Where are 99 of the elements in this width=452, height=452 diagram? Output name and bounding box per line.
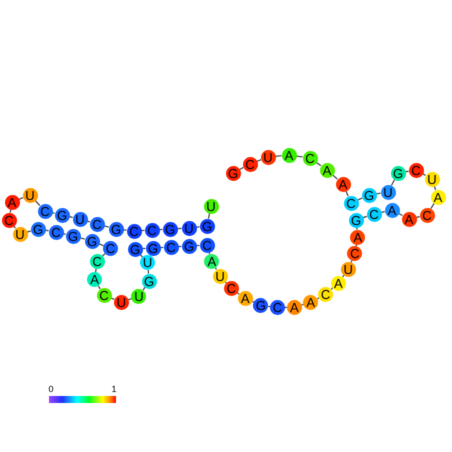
nucleotide-letter: C — [226, 282, 236, 296]
backbone-line — [296, 155, 303, 158]
scale-label: 1 — [112, 385, 116, 394]
nucleotide-letter: G — [86, 234, 98, 248]
nucleotide-letter: C — [92, 254, 102, 268]
nucleotide-circle — [340, 262, 356, 277]
nucleotide-letter: G — [202, 220, 212, 232]
nucleotide-letter: C — [166, 240, 176, 254]
nucleotide-circle — [131, 288, 146, 304]
backbone-line — [98, 286, 101, 290]
nucleotide-letter: C — [350, 247, 360, 260]
nucleotide-letter: C — [202, 238, 212, 252]
nucleotide-letter: U — [134, 290, 144, 303]
nucleotide-letter: U — [116, 296, 126, 308]
nucleotide-circle — [286, 300, 302, 314]
nucleotide-letter: C — [272, 301, 282, 314]
nucleotide-circle — [336, 176, 350, 192]
backbone-line — [390, 179, 396, 186]
nucleotide-circle — [90, 254, 105, 269]
nucleotide-letter: C — [422, 208, 432, 222]
nucleotide-circle — [114, 294, 129, 310]
nucleotide-letter: A — [388, 204, 396, 216]
nucleotide-letter: G — [144, 274, 154, 288]
backbone-line — [275, 155, 282, 157]
nucleotide-circle — [282, 148, 296, 162]
nucleotide-letter: U — [15, 228, 25, 240]
nucleotide-letter: G — [228, 166, 238, 180]
nucleotide-letter: A — [207, 254, 216, 268]
nucleotide-letter: A — [240, 292, 250, 305]
scale-label: 0 — [48, 385, 54, 394]
nucleotide-letter: A — [8, 196, 16, 208]
nucleotide-letter: G — [364, 188, 374, 202]
nucleotide-letter: A — [353, 230, 362, 244]
nucleotide-circle — [320, 162, 334, 178]
nucleotide-letter: C — [346, 196, 356, 210]
nucleotide-letter: C — [305, 152, 315, 164]
nucleotide-circle — [318, 286, 334, 302]
nucleotide-letter: C — [245, 158, 255, 170]
nucleotide-letter: G — [130, 242, 140, 256]
nucleotide-circle — [87, 272, 102, 288]
nucleotide-circle — [204, 254, 220, 269]
nucleotide-letter: G — [392, 166, 404, 180]
nucleotide-letter: C — [129, 224, 139, 238]
nucleotide-letter: A — [338, 178, 348, 190]
nucleotide-letter: G — [164, 222, 176, 236]
nucleotide-letter: C — [92, 218, 102, 230]
nucleotide-letter: G — [32, 222, 44, 236]
nucleotide-circle — [350, 230, 366, 244]
nucleotide-letter: A — [90, 273, 99, 286]
nucleotide-letter: G — [110, 222, 122, 236]
nucleotide-letter: U — [427, 172, 437, 186]
nucleotide-letter: A — [284, 148, 294, 162]
nucleotide-letter: A — [290, 300, 299, 314]
nucleotide-letter: A — [434, 190, 442, 204]
nucleotide-letter: A — [322, 164, 332, 176]
backbone-line — [430, 203, 435, 209]
nucleotide-letter: G — [256, 298, 266, 312]
nucleotide-letter: C — [369, 208, 379, 220]
nucleotide-circle — [102, 241, 118, 256]
nucleotide-letter: G — [350, 214, 362, 226]
nucleotide-letter: U — [25, 188, 35, 202]
nucleotide-letter: G — [184, 240, 194, 252]
nucleotide-letter: C — [99, 288, 109, 302]
nucleotide-letter: C — [4, 214, 14, 226]
nucleotide-letter: U — [184, 222, 194, 234]
backbone-line — [239, 166, 244, 170]
nucleotide-letter: U — [215, 270, 225, 282]
nucleotide-circle — [224, 281, 239, 296]
nucleotide-letter: C — [411, 164, 421, 176]
nucleotide-letter: G — [148, 242, 158, 254]
nucleotide-circle — [402, 212, 416, 226]
nucleotide-circle — [330, 276, 346, 290]
nucleotide-circle — [430, 190, 446, 204]
nucleotide-letter: A — [404, 212, 414, 226]
nucleotide-circle — [212, 268, 228, 284]
nucleotide-letter: C — [40, 204, 50, 218]
nucleotide-circle — [384, 202, 400, 218]
nucleotide-letter: A — [334, 276, 343, 290]
nucleotide-letter: G — [68, 230, 78, 242]
nucleotide-circle — [238, 291, 253, 306]
backbone-line — [208, 213, 210, 219]
nucleotide-letter: A — [306, 296, 316, 309]
nucleotide-letter: U — [142, 256, 152, 270]
nucleotide-circle — [140, 255, 156, 270]
nucleotide-letter: U — [383, 186, 393, 198]
backbone-line — [350, 260, 352, 263]
nucleotide-letter: U — [206, 200, 216, 212]
nucleotide-letter: C — [51, 226, 61, 238]
nucleotide-letter: C — [106, 242, 116, 255]
nucleotide-letter: U — [343, 262, 353, 276]
nucleotide-letter: C — [147, 224, 157, 236]
nucleotide-letter: G — [56, 208, 68, 222]
nucleotide-circle — [347, 246, 362, 262]
nucleotide-circle — [303, 294, 318, 310]
nucleotide-circle — [4, 194, 20, 210]
nucleotide-letter: U — [75, 212, 85, 226]
nucleotide-letter: C — [320, 288, 330, 301]
nucleotide-letter: U — [263, 150, 273, 164]
backbone-line — [148, 270, 150, 274]
